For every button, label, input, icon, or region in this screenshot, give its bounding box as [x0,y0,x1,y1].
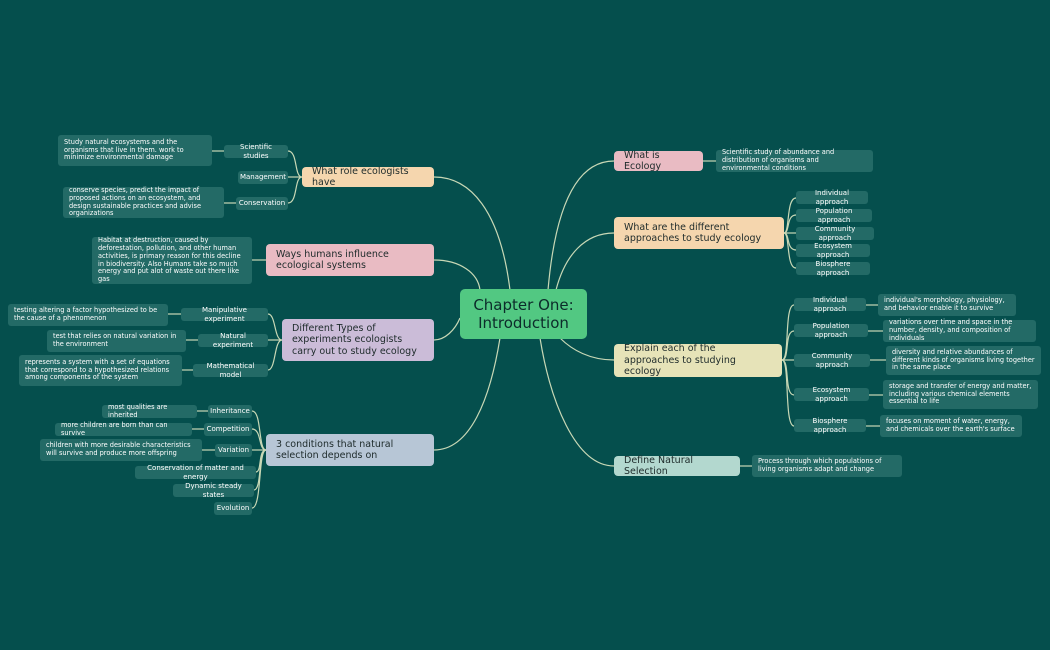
topic-selection-conditions[interactable]: 3 conditions that natural selection depe… [266,434,434,466]
condition-inheritance[interactable]: Inheritance [208,405,252,418]
human-influence-desc[interactable]: Habitat at destruction, caused by defore… [92,236,252,284]
approach-biosphere[interactable]: Biosphere approach [796,260,870,277]
role-management[interactable]: Management [238,171,288,184]
explain-ecosystem[interactable]: Ecosystem approach [794,386,869,403]
explain-individual[interactable]: Individual approach [794,296,866,313]
explain-biosphere-desc[interactable]: focuses on moment of water, energy, and … [880,415,1022,437]
condition-variation-desc[interactable]: children with more desirable characteris… [40,439,202,461]
experiment-manipulative[interactable]: Manipulative experiment [181,306,268,323]
role-scientific-studies-desc[interactable]: Study natural ecosystems and the organis… [58,135,212,166]
role-conservation[interactable]: Conservation [236,197,288,210]
condition-dynamic-steady-states[interactable]: Dynamic steady states [173,482,254,499]
natural-selection-definition[interactable]: Process through which populations of liv… [752,455,902,477]
topic-ecologist-role[interactable]: What role ecologists have [302,166,434,188]
explain-population[interactable]: Population approach [794,322,868,339]
topic-what-is-ecology[interactable]: What is Ecology [614,150,703,172]
experiment-mathematical-desc[interactable]: represents a system with a set of equati… [19,355,182,386]
approach-community[interactable]: Community approach [796,225,874,242]
role-conservation-desc[interactable]: conserve species, predict the impact of … [63,186,224,218]
approach-population[interactable]: Population approach [796,207,872,224]
condition-variation[interactable]: Variation [215,444,252,457]
ecology-definition[interactable]: Scientific study of abundance and distri… [716,148,873,172]
topic-human-influence[interactable]: Ways humans influence ecological systems [266,244,434,276]
condition-inheritance-desc[interactable]: most qualities are inherited [102,403,197,418]
topic-explain-approaches[interactable]: Explain each of the approaches to studyi… [614,343,782,377]
approach-individual[interactable]: Individual approach [796,189,868,206]
explain-community[interactable]: Community approach [794,352,870,369]
experiment-mathematical[interactable]: Mathematical model [193,362,268,379]
condition-evolution[interactable]: Evolution [214,502,252,515]
explain-biosphere[interactable]: Biosphere approach [794,417,866,434]
condition-competition[interactable]: Competition [204,423,252,436]
explain-community-desc[interactable]: diversity and relative abundances of dif… [886,346,1041,375]
condition-conservation[interactable]: Conservation of matter and energy [135,464,256,481]
experiment-natural[interactable]: Natural experiment [198,332,268,349]
explain-ecosystem-desc[interactable]: storage and transfer of energy and matte… [883,380,1038,409]
explain-population-desc[interactable]: variations over time and space in the nu… [883,318,1036,342]
condition-competition-desc[interactable]: more children are born than can survive [55,421,192,436]
topic-approaches[interactable]: What are the different approaches to stu… [614,217,784,249]
approach-ecosystem[interactable]: Ecosystem approach [796,242,870,259]
topic-natural-selection[interactable]: Define Natural Selection [614,455,740,477]
central-topic[interactable]: Chapter One: Introduction [460,289,587,339]
explain-individual-desc[interactable]: individual's morphology, physiology, and… [878,294,1016,316]
topic-experiment-types[interactable]: Different Types of experiments ecologist… [282,319,434,361]
experiment-manipulative-desc[interactable]: testing altering a factor hypothesized t… [8,304,168,326]
role-scientific-studies[interactable]: Scientific studies [224,143,288,160]
experiment-natural-desc[interactable]: test that relies on natural variation in… [47,330,186,352]
